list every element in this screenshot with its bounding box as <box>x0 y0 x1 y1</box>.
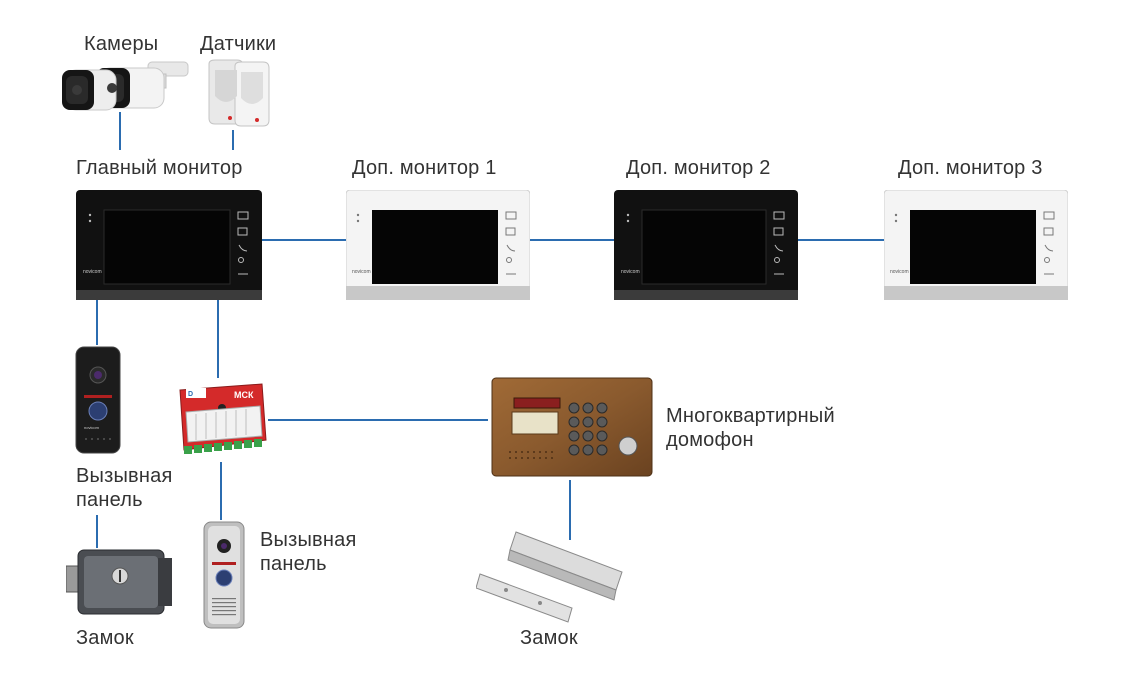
apartment-intercom-label: Многоквартирный домофон <box>666 405 835 451</box>
lock-icon <box>66 549 172 615</box>
aux-monitor-2: novicom <box>614 190 798 300</box>
aux-monitor-1-label: Доп. монитор 1 <box>352 157 497 179</box>
main-monitor-label: Главный монитор <box>76 157 243 179</box>
cameras-label: Камеры <box>84 33 159 55</box>
aux-monitor-2-label: Доп. монитор 2 <box>626 157 771 179</box>
svg-text:novicom: novicom <box>621 269 640 275</box>
lock-1-label: Замок <box>76 627 134 649</box>
svg-text:novicom: novicom <box>890 269 909 275</box>
aux-monitor-1: novicom <box>346 190 530 300</box>
sensor-icon <box>208 59 270 127</box>
call-panel-1-label: Вызывная панель <box>76 465 173 511</box>
call-panel-2-label: Вызывная панель <box>260 529 357 575</box>
call-panel-icon <box>203 521 245 629</box>
svg-text:novicom: novicom <box>352 269 371 275</box>
lock-2-label: Замок <box>520 627 578 649</box>
interface-module-icon: D МСК <box>179 383 267 454</box>
main-monitor: novicom <box>76 190 262 300</box>
camera-icon <box>62 61 189 111</box>
intercom-panel-icon <box>491 377 653 477</box>
module-name: МСК <box>234 390 254 400</box>
call-panel-icon: novicom <box>75 346 121 454</box>
magnetic-lock-icon <box>476 531 623 623</box>
aux-monitor-3: novicom <box>884 190 1068 300</box>
sensors-label: Датчики <box>200 33 277 55</box>
svg-text:novicom: novicom <box>84 425 100 430</box>
svg-text:D: D <box>188 391 193 398</box>
aux-monitor-3-label: Доп. монитор 3 <box>898 157 1043 179</box>
svg-text:novicom: novicom <box>83 269 102 275</box>
